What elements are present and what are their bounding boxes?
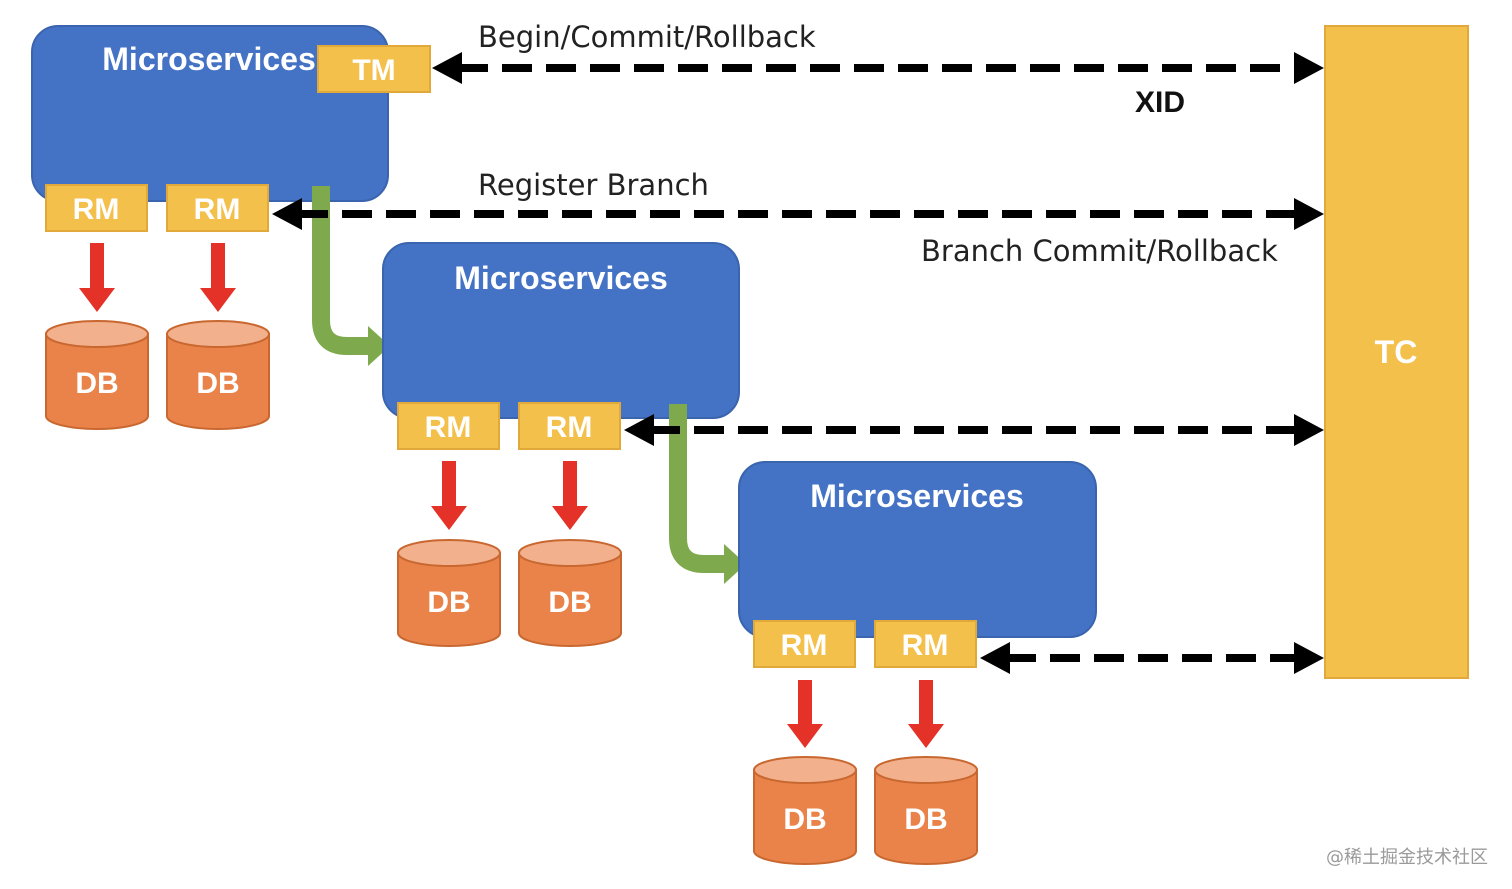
red-arrow bbox=[787, 680, 823, 748]
rm-box: RM bbox=[753, 620, 856, 668]
dashed-arrow-rm3-tc bbox=[980, 642, 1324, 674]
watermark: @稀土掘金技术社区 bbox=[1326, 847, 1488, 868]
microservice-3: Microservices bbox=[738, 461, 1097, 638]
red-arrow bbox=[552, 461, 588, 530]
database-cylinder: DB bbox=[397, 539, 501, 647]
db-label: DB bbox=[427, 586, 470, 619]
begin-commit-rollback-label: Begin/Commit/Rollback bbox=[478, 20, 816, 54]
register-branch-label: Register Branch bbox=[478, 168, 709, 202]
db-label: DB bbox=[548, 586, 591, 619]
green-call-arrow bbox=[669, 404, 746, 584]
microservice-1: Microservices bbox=[31, 25, 389, 202]
db-label: DB bbox=[904, 803, 947, 836]
red-arrow bbox=[79, 243, 115, 312]
branch-commit-rollback-label: Branch Commit/Rollback bbox=[921, 234, 1278, 268]
tc-block: TC bbox=[1324, 25, 1469, 679]
microservice-title: Microservices bbox=[102, 41, 315, 77]
dashed-arrow-rm2-tc bbox=[624, 414, 1324, 446]
rm-box: RM bbox=[45, 184, 148, 232]
rm-box: RM bbox=[397, 402, 500, 450]
xid-label: XID bbox=[1135, 86, 1185, 119]
rm-label: RM bbox=[902, 629, 949, 662]
tm-label: TM bbox=[352, 54, 395, 87]
tc-label: TC bbox=[1375, 334, 1418, 370]
microservice-2: Microservices bbox=[382, 242, 740, 419]
dashed-arrow-rm1-tc bbox=[272, 198, 1324, 230]
rm-label: RM bbox=[73, 193, 120, 226]
db-label: DB bbox=[196, 367, 239, 400]
microservice-title: Microservices bbox=[810, 478, 1023, 514]
database-cylinder: DB bbox=[874, 756, 978, 865]
database-cylinder: DB bbox=[166, 320, 270, 430]
red-arrow bbox=[431, 461, 467, 530]
db-label: DB bbox=[75, 367, 118, 400]
database-cylinder: DB bbox=[518, 539, 622, 647]
tm-box: TM bbox=[317, 45, 431, 93]
rm-label: RM bbox=[425, 411, 472, 444]
green-call-arrow bbox=[312, 186, 390, 366]
db-label: DB bbox=[783, 803, 826, 836]
rm-box: RM bbox=[874, 620, 977, 668]
rm-box: RM bbox=[166, 184, 269, 232]
rm-label: RM bbox=[781, 629, 828, 662]
dashed-arrow-tm-tc bbox=[432, 52, 1324, 84]
microservice-title: Microservices bbox=[454, 260, 667, 296]
database-cylinder: DB bbox=[45, 320, 149, 430]
rm-label: RM bbox=[546, 411, 593, 444]
red-arrow bbox=[908, 680, 944, 748]
database-cylinder: DB bbox=[753, 756, 857, 865]
red-arrow bbox=[200, 243, 236, 312]
rm-box: RM bbox=[518, 402, 621, 450]
rm-label: RM bbox=[194, 193, 241, 226]
